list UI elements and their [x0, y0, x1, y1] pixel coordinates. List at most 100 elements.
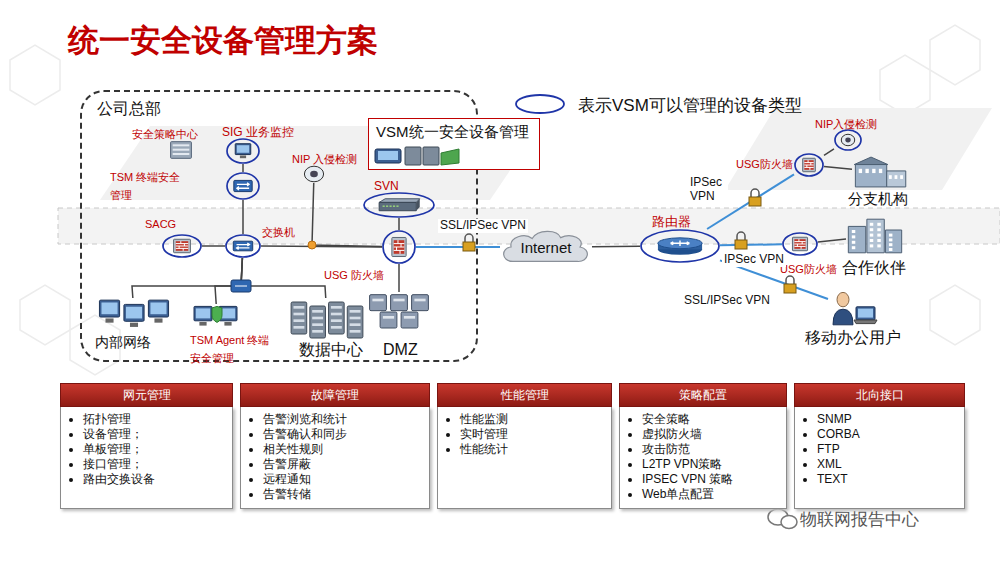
icon-part — [240, 155, 246, 158]
vsm-managed-ellipse — [641, 230, 719, 262]
icon-part — [859, 169, 862, 173]
icon-part — [350, 317, 361, 320]
icon-part — [870, 228, 873, 231]
icon-part — [405, 147, 421, 165]
connector-line — [242, 164, 244, 172]
icon-part — [393, 299, 404, 302]
device-label: TSM Agent 终端安全管理 — [190, 334, 269, 364]
list-item: 设备管理； — [83, 427, 228, 442]
edge-label: SSL/IPSec VPN — [682, 294, 772, 308]
panel-header: 性能管理 — [437, 383, 612, 407]
list-item: 安全策略 — [642, 412, 782, 427]
icon-part — [154, 318, 162, 322]
icon-part — [423, 147, 439, 165]
icon-part — [196, 308, 210, 318]
list-item: 告警浏览和统计 — [263, 412, 425, 427]
panel-body: 拓扑管理设备管理；单板管理；接口管理；路由交换设备 — [60, 407, 233, 509]
icon-part — [856, 307, 875, 320]
icon-part — [889, 238, 892, 241]
icon-part — [101, 302, 117, 314]
vsm-managed-ellipse — [227, 139, 259, 163]
icon-part — [347, 306, 363, 338]
device-label: 数据中心 — [299, 341, 363, 358]
icon-part — [887, 171, 906, 187]
function-panel: 网元管理拓扑管理设备管理；单板管理；接口管理；路由交换设备 — [60, 383, 233, 509]
bullet-list: SNMPCORBAFTPXMLTEXT — [795, 412, 960, 487]
device-icon — [225, 234, 261, 258]
icon-part — [99, 300, 119, 317]
bullet-list: 安全策略虚拟防火墙攻击防范L2TP VPN策略IPSEC VPN 策略Web单点… — [620, 412, 782, 502]
icon-part — [852, 246, 855, 249]
device-node: 合作伙伴 — [846, 218, 904, 254]
icon-part — [148, 300, 168, 317]
vsm-managed-ellipse — [163, 235, 201, 257]
device-node: 路由器 — [640, 229, 720, 263]
device-label: 合作伙伴 — [842, 259, 906, 276]
icon-part — [900, 175, 903, 179]
icon-part — [504, 231, 588, 261]
plane — [725, 108, 992, 190]
icon-part — [852, 241, 855, 244]
list-item: 单板管理； — [83, 442, 228, 457]
bullet-list: 拓扑管理设备管理；单板管理；接口管理；路由交换设备 — [61, 412, 228, 487]
icon-part — [854, 320, 877, 324]
vsm-managed-ellipse — [227, 173, 259, 199]
device-label: NIP入侵检测 — [815, 118, 877, 130]
list-item: SNMP — [817, 412, 960, 427]
list-item: 接口管理； — [83, 457, 228, 472]
icon-part — [237, 183, 249, 190]
icon-part — [310, 171, 318, 178]
page-title: 统一安全设备管理方案 — [68, 20, 378, 62]
icon-part — [312, 310, 323, 313]
icon-part — [393, 206, 395, 207]
icon-part — [858, 309, 873, 318]
device-node: DMZ — [364, 292, 434, 332]
label-holder: 移动办公用户 — [805, 329, 901, 347]
icon-part — [199, 322, 206, 326]
device-label: SVN — [374, 179, 399, 193]
device-label: 路由器 — [652, 214, 691, 229]
icon-part — [658, 238, 702, 249]
list-item: Web单点配置 — [642, 487, 782, 502]
internet-cloud: Internet — [500, 230, 592, 264]
device-node: SIG 业务监控 — [226, 138, 260, 164]
icon-part — [877, 239, 880, 242]
icon-part — [293, 313, 304, 316]
device-icon — [364, 292, 434, 332]
list-item: TEXT — [817, 472, 960, 487]
icon-part — [404, 316, 415, 319]
edge-label: SSL/IPSec VPN — [438, 219, 528, 233]
icon-part — [889, 243, 892, 246]
icon-part — [389, 206, 391, 207]
panel-body: 安全策略虚拟防火墙攻击防范L2TP VPN策略IPSEC VPN 策略Web单点… — [619, 407, 787, 509]
icon-part — [221, 308, 235, 318]
icon-part — [124, 304, 144, 321]
icon-part — [870, 239, 873, 242]
icon-part — [803, 158, 816, 171]
label-holder: SIG 业务监控 — [222, 122, 294, 140]
label-holder: NIP入侵检测 — [815, 114, 877, 132]
label-holder: 安全策略中心 — [132, 124, 198, 142]
device-icon — [162, 234, 202, 258]
device-node: 移动办公用户 — [828, 290, 878, 326]
label-holder: 分支机构 — [848, 190, 908, 208]
icon-part — [293, 319, 304, 322]
device-node: 分支机构 — [852, 156, 908, 188]
icon-part — [224, 322, 231, 326]
icon-part — [173, 153, 190, 155]
icon-part — [394, 240, 405, 254]
device-icon — [168, 140, 194, 160]
device-icon — [382, 230, 416, 264]
icon-part — [837, 292, 849, 306]
box-title: VSM统一安全设备管理 — [376, 123, 529, 142]
device-label: DMZ — [383, 341, 418, 358]
icon-part — [174, 239, 191, 252]
icon-part — [867, 219, 884, 253]
list-item: 性能监测 — [460, 412, 607, 427]
icon-part — [173, 149, 190, 151]
device-icon — [828, 290, 878, 326]
device-icon — [192, 304, 242, 328]
legend-text: 表示VSM可以管理的设备类型 — [578, 96, 802, 115]
icon-part — [383, 206, 385, 207]
lock-icon — [463, 234, 475, 251]
